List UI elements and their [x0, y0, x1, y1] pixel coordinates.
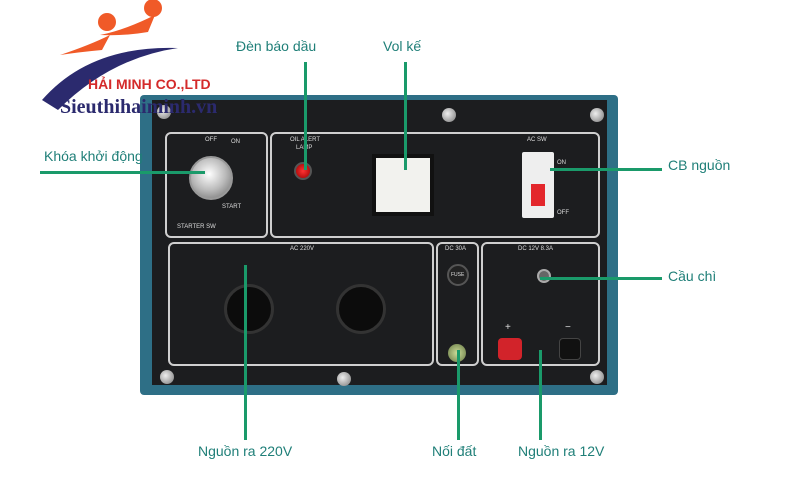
on-text: ON — [231, 139, 240, 145]
label-oil-lamp: Đèn báo dầu — [236, 38, 317, 54]
ac-220v-section: AC 220V — [168, 242, 434, 366]
screw-icon — [160, 370, 174, 384]
screw-icon — [337, 372, 351, 386]
plus-icon: + — [505, 322, 511, 333]
screw-icon — [590, 370, 604, 384]
dc-12v-text: DC 12V 8.3A — [518, 246, 554, 252]
leader-line — [244, 265, 247, 440]
ac-outlet-1[interactable] — [224, 284, 274, 334]
fuse-text: FUSE — [451, 272, 465, 278]
starter-key-switch[interactable] — [189, 156, 233, 200]
ac-220v-text: AC 220V — [290, 246, 315, 252]
ac-sw-text: AC SW — [527, 137, 547, 143]
off-text: OFF — [205, 137, 217, 143]
starter-sw-text: STARTER SW — [177, 224, 216, 230]
logo: HẢI MINH CO.,LTD Sieuthihaiminh.vn — [30, 0, 260, 125]
cb-off-text: OFF — [557, 210, 569, 216]
circuit-breaker[interactable] — [522, 152, 554, 218]
ac-outlet-2[interactable] — [336, 284, 386, 334]
leader-line — [304, 62, 307, 170]
dc-positive-terminal[interactable] — [498, 338, 522, 360]
start-text: START — [222, 204, 242, 210]
label-starter-key: Khóa khởi động — [44, 148, 143, 164]
leader-line — [40, 171, 205, 174]
label-voltmeter: Vol kế — [383, 38, 422, 54]
leader-line — [539, 350, 542, 440]
screw-icon — [590, 108, 604, 122]
dc-12v-section: DC 12V 8.3A + − — [481, 242, 600, 366]
control-panel: OFF ON START STARTER SW OIL ALERT LAMP A… — [152, 100, 607, 386]
leader-line — [550, 168, 662, 171]
leader-line — [540, 277, 662, 280]
minus-icon: − — [565, 322, 571, 333]
label-12v-output: Nguồn ra 12V — [518, 443, 605, 459]
logo-figure-icon — [42, 0, 178, 110]
dc-30a-section: DC 30A FUSE — [436, 242, 479, 366]
label-breaker: CB nguồn — [668, 157, 731, 173]
screw-icon — [442, 108, 456, 122]
leader-line — [457, 350, 460, 440]
screw-icon — [157, 105, 171, 119]
company-name: HẢI MINH CO.,LTD — [88, 76, 211, 92]
label-fuse: Cầu chì — [668, 268, 717, 284]
starter-section: OFF ON START STARTER SW — [165, 132, 268, 238]
oil-alert-lamp — [294, 162, 312, 180]
cb-on-text: ON — [557, 160, 566, 166]
label-220v-output: Nguồn ra 220V — [198, 443, 293, 459]
leader-line — [404, 62, 407, 170]
ac-switch-section: OIL ALERT LAMP AC SW ON OFF — [270, 132, 600, 238]
dc-30a-text: DC 30A — [445, 246, 467, 252]
website: Sieuthihaiminh.vn — [60, 96, 218, 118]
dc-negative-terminal[interactable] — [559, 338, 581, 360]
fuse-holder[interactable]: FUSE — [447, 264, 469, 286]
voltmeter — [372, 154, 434, 216]
dc-fuse[interactable] — [537, 269, 551, 283]
label-ground: Nối đất — [432, 443, 477, 459]
